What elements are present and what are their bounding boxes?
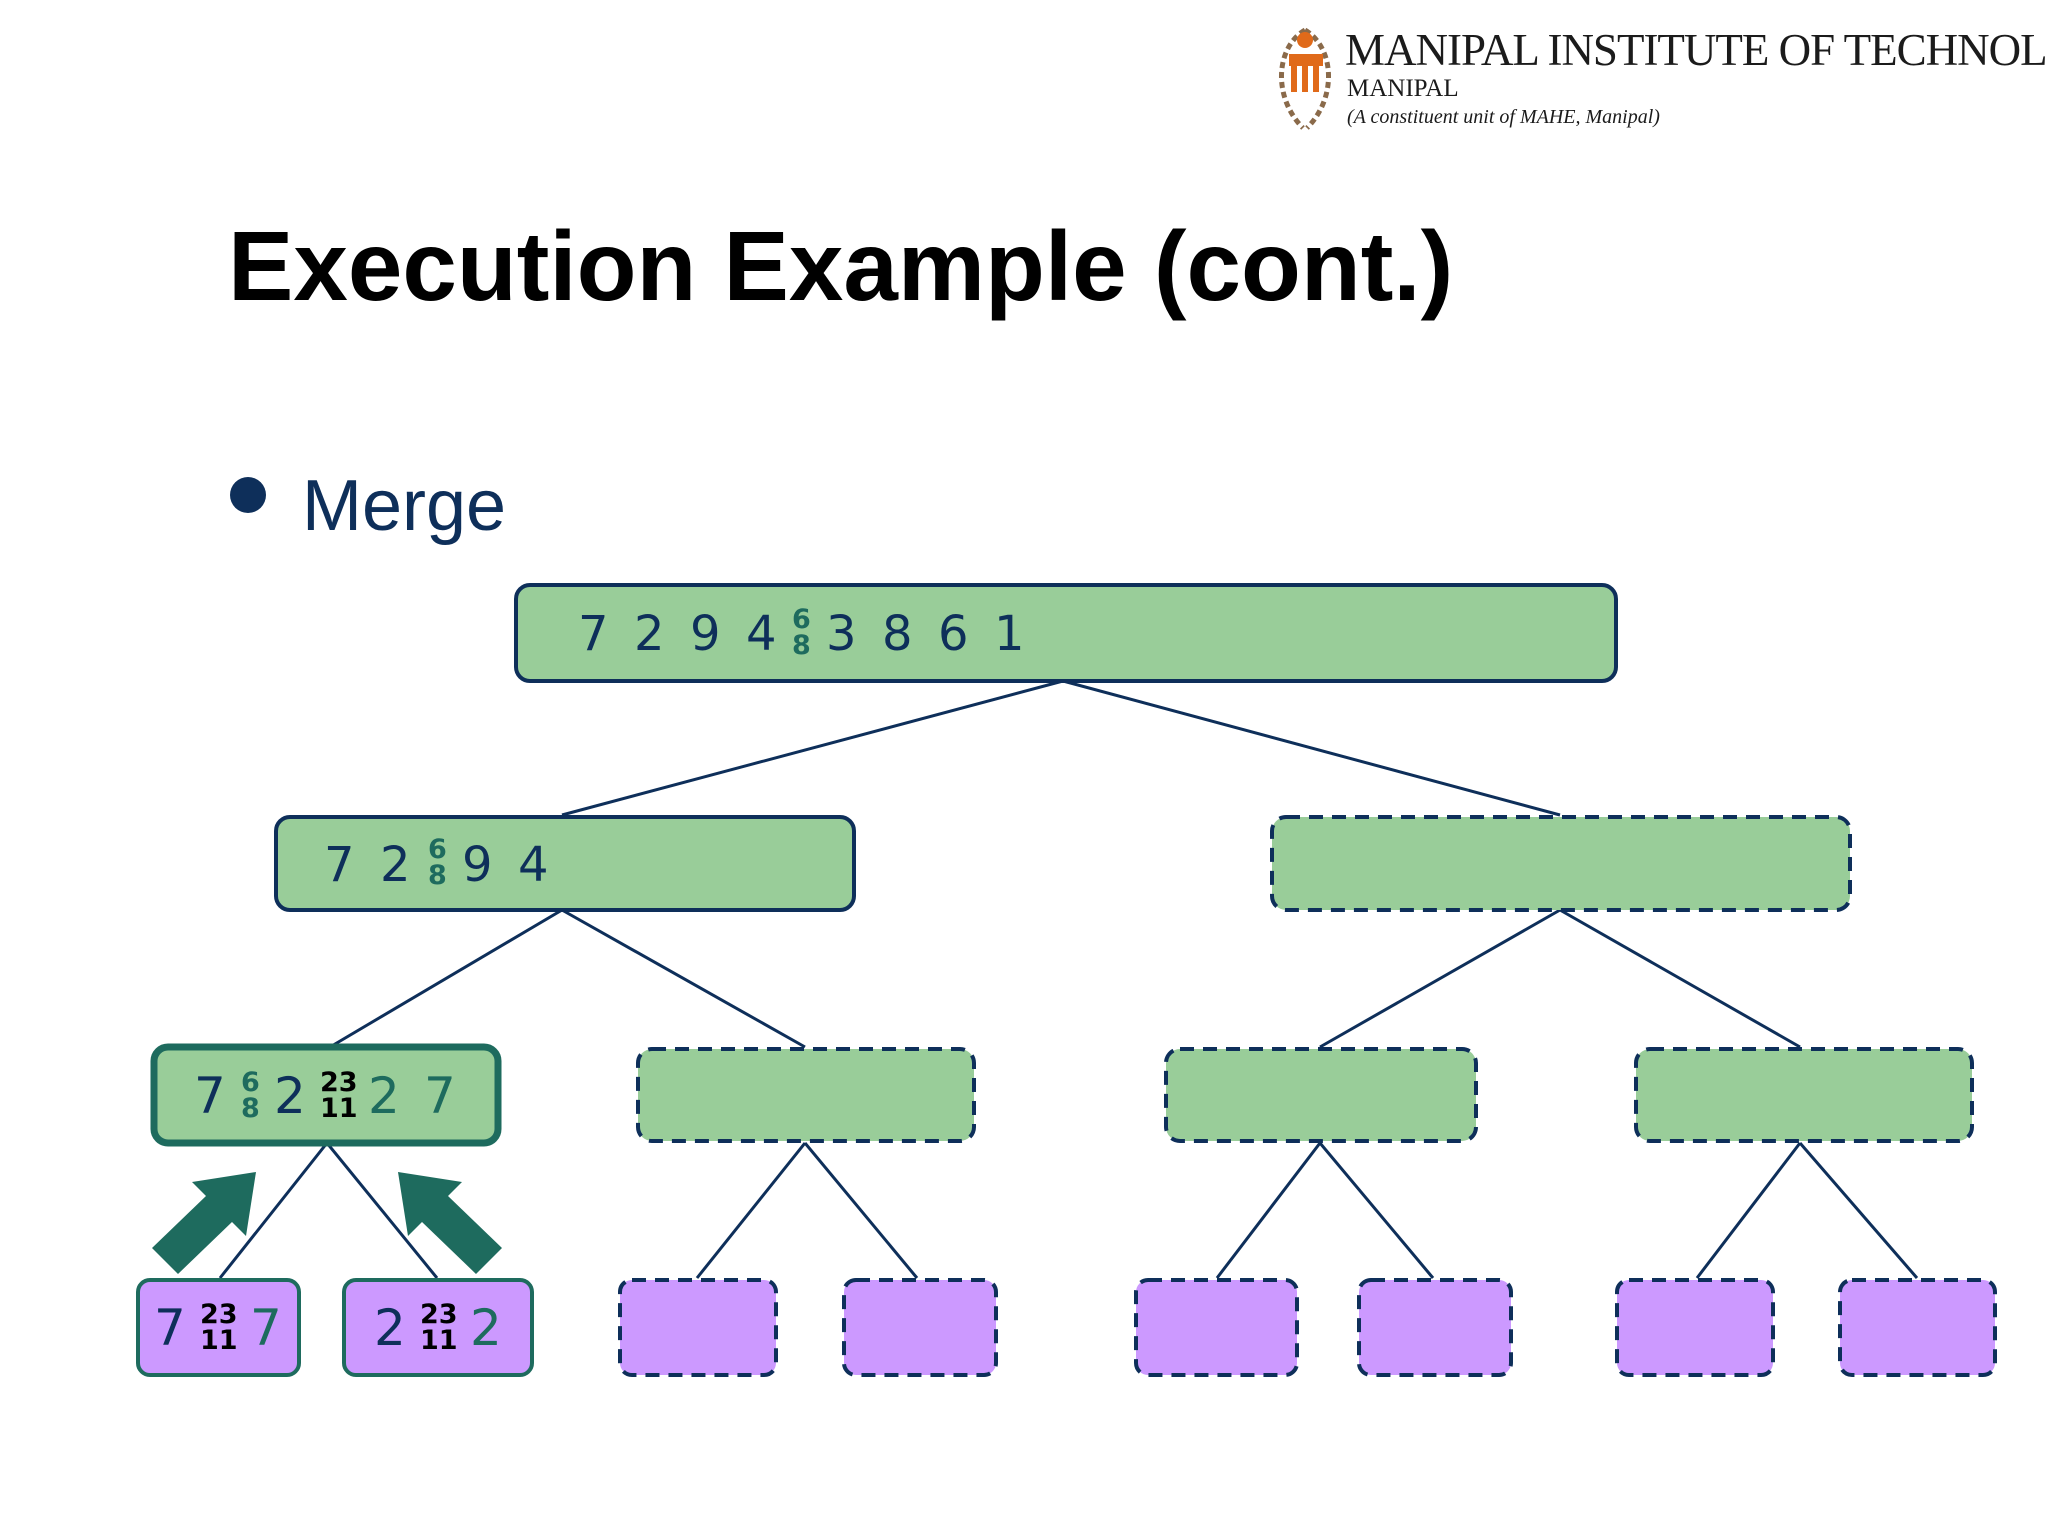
value: 7	[324, 837, 355, 893]
edge	[325, 1142, 439, 1279]
stacked-value: 6	[241, 1067, 260, 1098]
value: 4	[518, 837, 549, 893]
slide-title: Execution Example (cont.)	[228, 211, 1454, 321]
leaf-node	[1357, 1278, 1513, 1377]
stacked-value: 6	[792, 604, 811, 635]
edge	[1318, 1142, 1435, 1279]
leaf-node-left	[136, 1278, 301, 1377]
value: 7	[424, 1067, 456, 1125]
leaf-left-values: 7 23 11 7	[154, 1299, 282, 1357]
edge	[695, 1142, 807, 1279]
edge	[561, 908, 806, 1049]
stacked-value: 8	[428, 860, 447, 891]
level2-node	[1634, 1047, 1974, 1143]
emblem-icon	[1279, 27, 1331, 130]
tree-edges	[218, 679, 1919, 1279]
bullet-text: Merge	[302, 466, 507, 546]
leaf-node	[1838, 1278, 1997, 1377]
stacked-value: 6	[428, 834, 447, 865]
value: 2	[374, 1299, 406, 1357]
edge	[561, 679, 1064, 817]
level2-active-values: 7 6 8 2 23 11 2 7	[194, 1067, 456, 1125]
value: 2	[470, 1299, 502, 1357]
level2-active-node	[150, 1043, 502, 1147]
edge	[1798, 1142, 1919, 1279]
edge	[803, 1142, 919, 1279]
level2-node	[636, 1047, 976, 1143]
value: 9	[462, 837, 493, 893]
level1-right-node	[1270, 815, 1852, 912]
value: 9	[690, 606, 721, 662]
institute-subtitle: (A constituent unit of MAHE, Manipal)	[1347, 106, 1660, 128]
value: 7	[194, 1067, 226, 1125]
root-node	[514, 583, 1618, 683]
institute-logo: MANIPAL INSTITUTE OF TECHNOLOGY MANIPAL …	[1255, 18, 2048, 143]
value: 2	[368, 1067, 400, 1125]
stacked-value: 23	[320, 1067, 358, 1098]
value: 7	[250, 1299, 282, 1357]
edge	[1215, 1142, 1322, 1279]
value: 7	[578, 606, 609, 662]
stacked-value: 23	[420, 1299, 458, 1330]
stacked-value: 11	[420, 1325, 458, 1356]
bullet-dot	[230, 477, 266, 513]
value: 2	[380, 837, 411, 893]
edge	[218, 1142, 329, 1279]
stacked-value: 11	[200, 1325, 238, 1356]
edge	[1319, 908, 1561, 1049]
up-arrow-icon	[398, 1172, 502, 1274]
edge	[1559, 908, 1801, 1049]
leaf-node	[618, 1278, 778, 1377]
value: 2	[274, 1067, 306, 1125]
leaf-node	[1615, 1278, 1775, 1377]
value: 4	[746, 606, 777, 662]
value: 7	[154, 1299, 186, 1357]
edge	[329, 908, 563, 1049]
leaf-right-values: 2 23 11 2	[374, 1299, 502, 1357]
level2-node	[1164, 1047, 1478, 1143]
stacked-value: 8	[792, 630, 811, 661]
leaf-node	[1134, 1278, 1299, 1377]
stacked-value: 11	[320, 1093, 358, 1124]
root-values: 7 2 9 4 6 8 3 8 6 1	[578, 604, 1025, 662]
edge	[1062, 679, 1561, 817]
stacked-value: 23	[200, 1299, 238, 1330]
level1-left-node	[274, 815, 856, 912]
value: 8	[882, 606, 913, 662]
stacked-value: 8	[241, 1093, 260, 1124]
value: 1	[994, 606, 1025, 662]
institute-city: MANIPAL	[1347, 75, 1459, 102]
up-arrow-icon	[152, 1172, 256, 1274]
level1-left-values: 7 2 6 8 9 4	[324, 834, 549, 893]
value: 3	[826, 606, 857, 662]
institute-name: MANIPAL INSTITUTE OF TECHNOLOGY	[1345, 25, 2048, 75]
value: 6	[938, 606, 969, 662]
edge	[1695, 1142, 1802, 1279]
leaf-node-right	[342, 1278, 534, 1377]
leaf-node	[842, 1278, 998, 1377]
value: 2	[634, 606, 665, 662]
